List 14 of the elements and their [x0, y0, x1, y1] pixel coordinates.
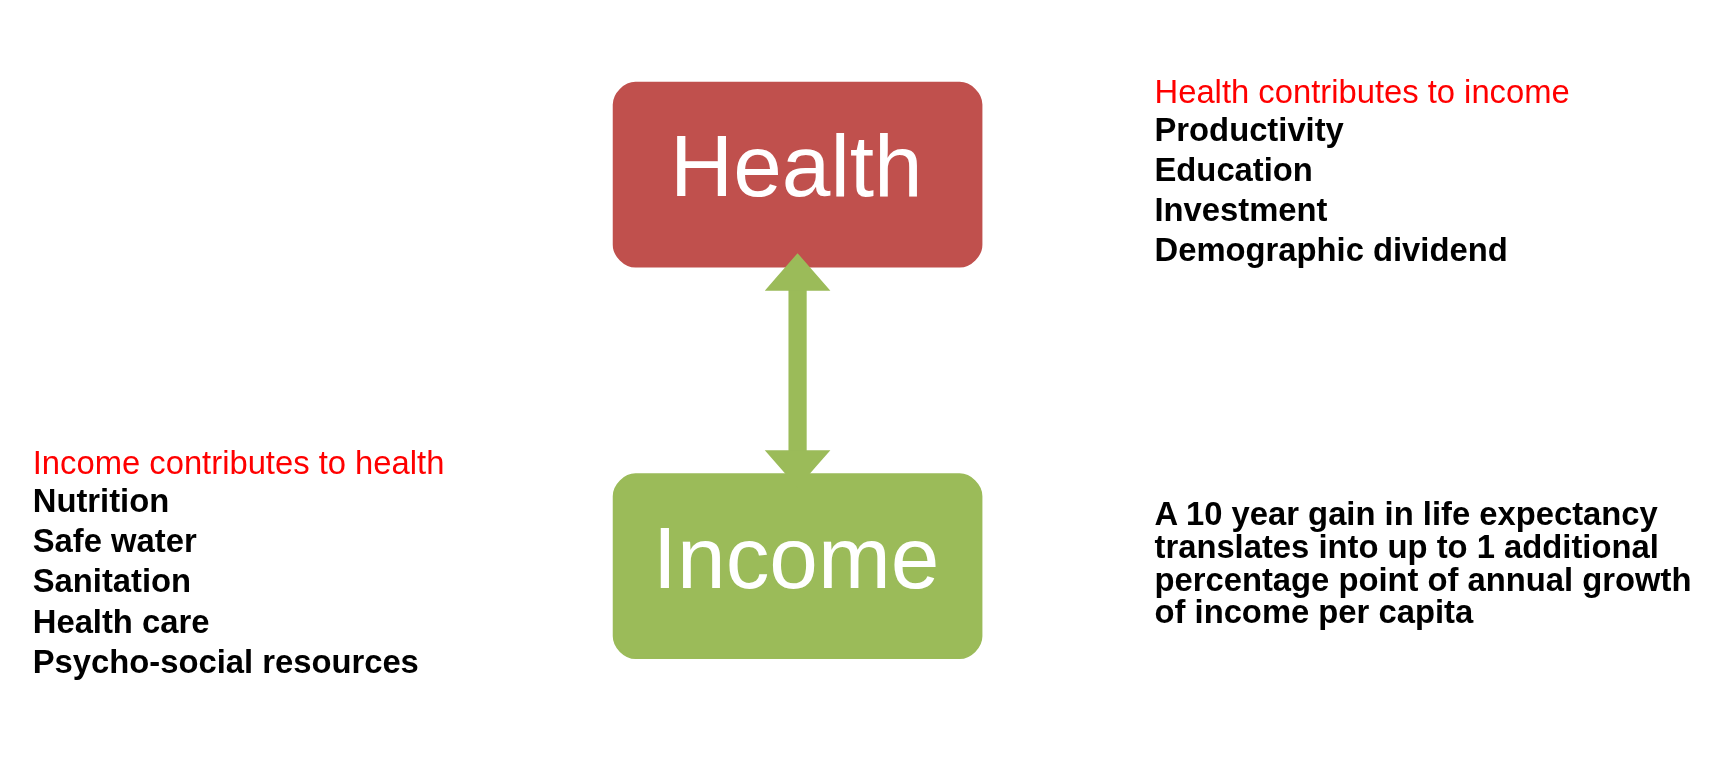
label: Sanitation	[32, 562, 192, 600]
label: Demographic dividend	[1154, 231, 1508, 269]
label: Education	[1154, 150, 1313, 188]
label: Investment	[1154, 190, 1328, 228]
label: Nutrition	[32, 482, 170, 520]
label: Psycho-social resources	[32, 642, 419, 680]
label: A 10 year gain in life expectancy translates into up to 1 additional percentage point of annual growth of income per capita	[1154, 495, 1692, 631]
node-box: Income	[612, 473, 983, 660]
label: Health contributes to income	[1154, 72, 1570, 110]
label: Safe water	[32, 522, 197, 560]
label: Health care	[32, 602, 210, 640]
label: Income contributes to health	[32, 444, 445, 482]
node-box: Health	[612, 81, 983, 268]
label: Productivity	[1154, 110, 1344, 148]
